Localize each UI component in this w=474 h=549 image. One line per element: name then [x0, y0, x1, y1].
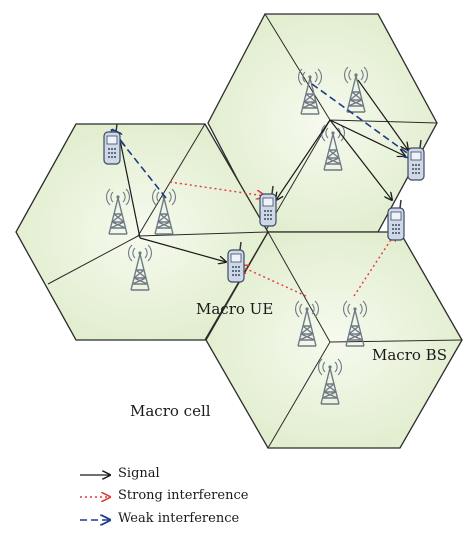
legend-weak-interference-text: Weak interference	[118, 511, 240, 526]
macro-cell-left	[15, 123, 269, 341]
macro-cell-label: Macro cell	[130, 402, 211, 420]
signal-arrows	[120, 79, 408, 262]
weak-interference-arrows	[112, 83, 414, 199]
legend-strong-interference-text: Strong interference	[118, 488, 249, 503]
macro-ue-label: Macro UE	[196, 300, 274, 318]
strong-interference-arrows	[169, 181, 396, 297]
legend-signal-text: Signal	[118, 466, 160, 481]
macro-bs-label: Macro BS	[372, 346, 447, 364]
